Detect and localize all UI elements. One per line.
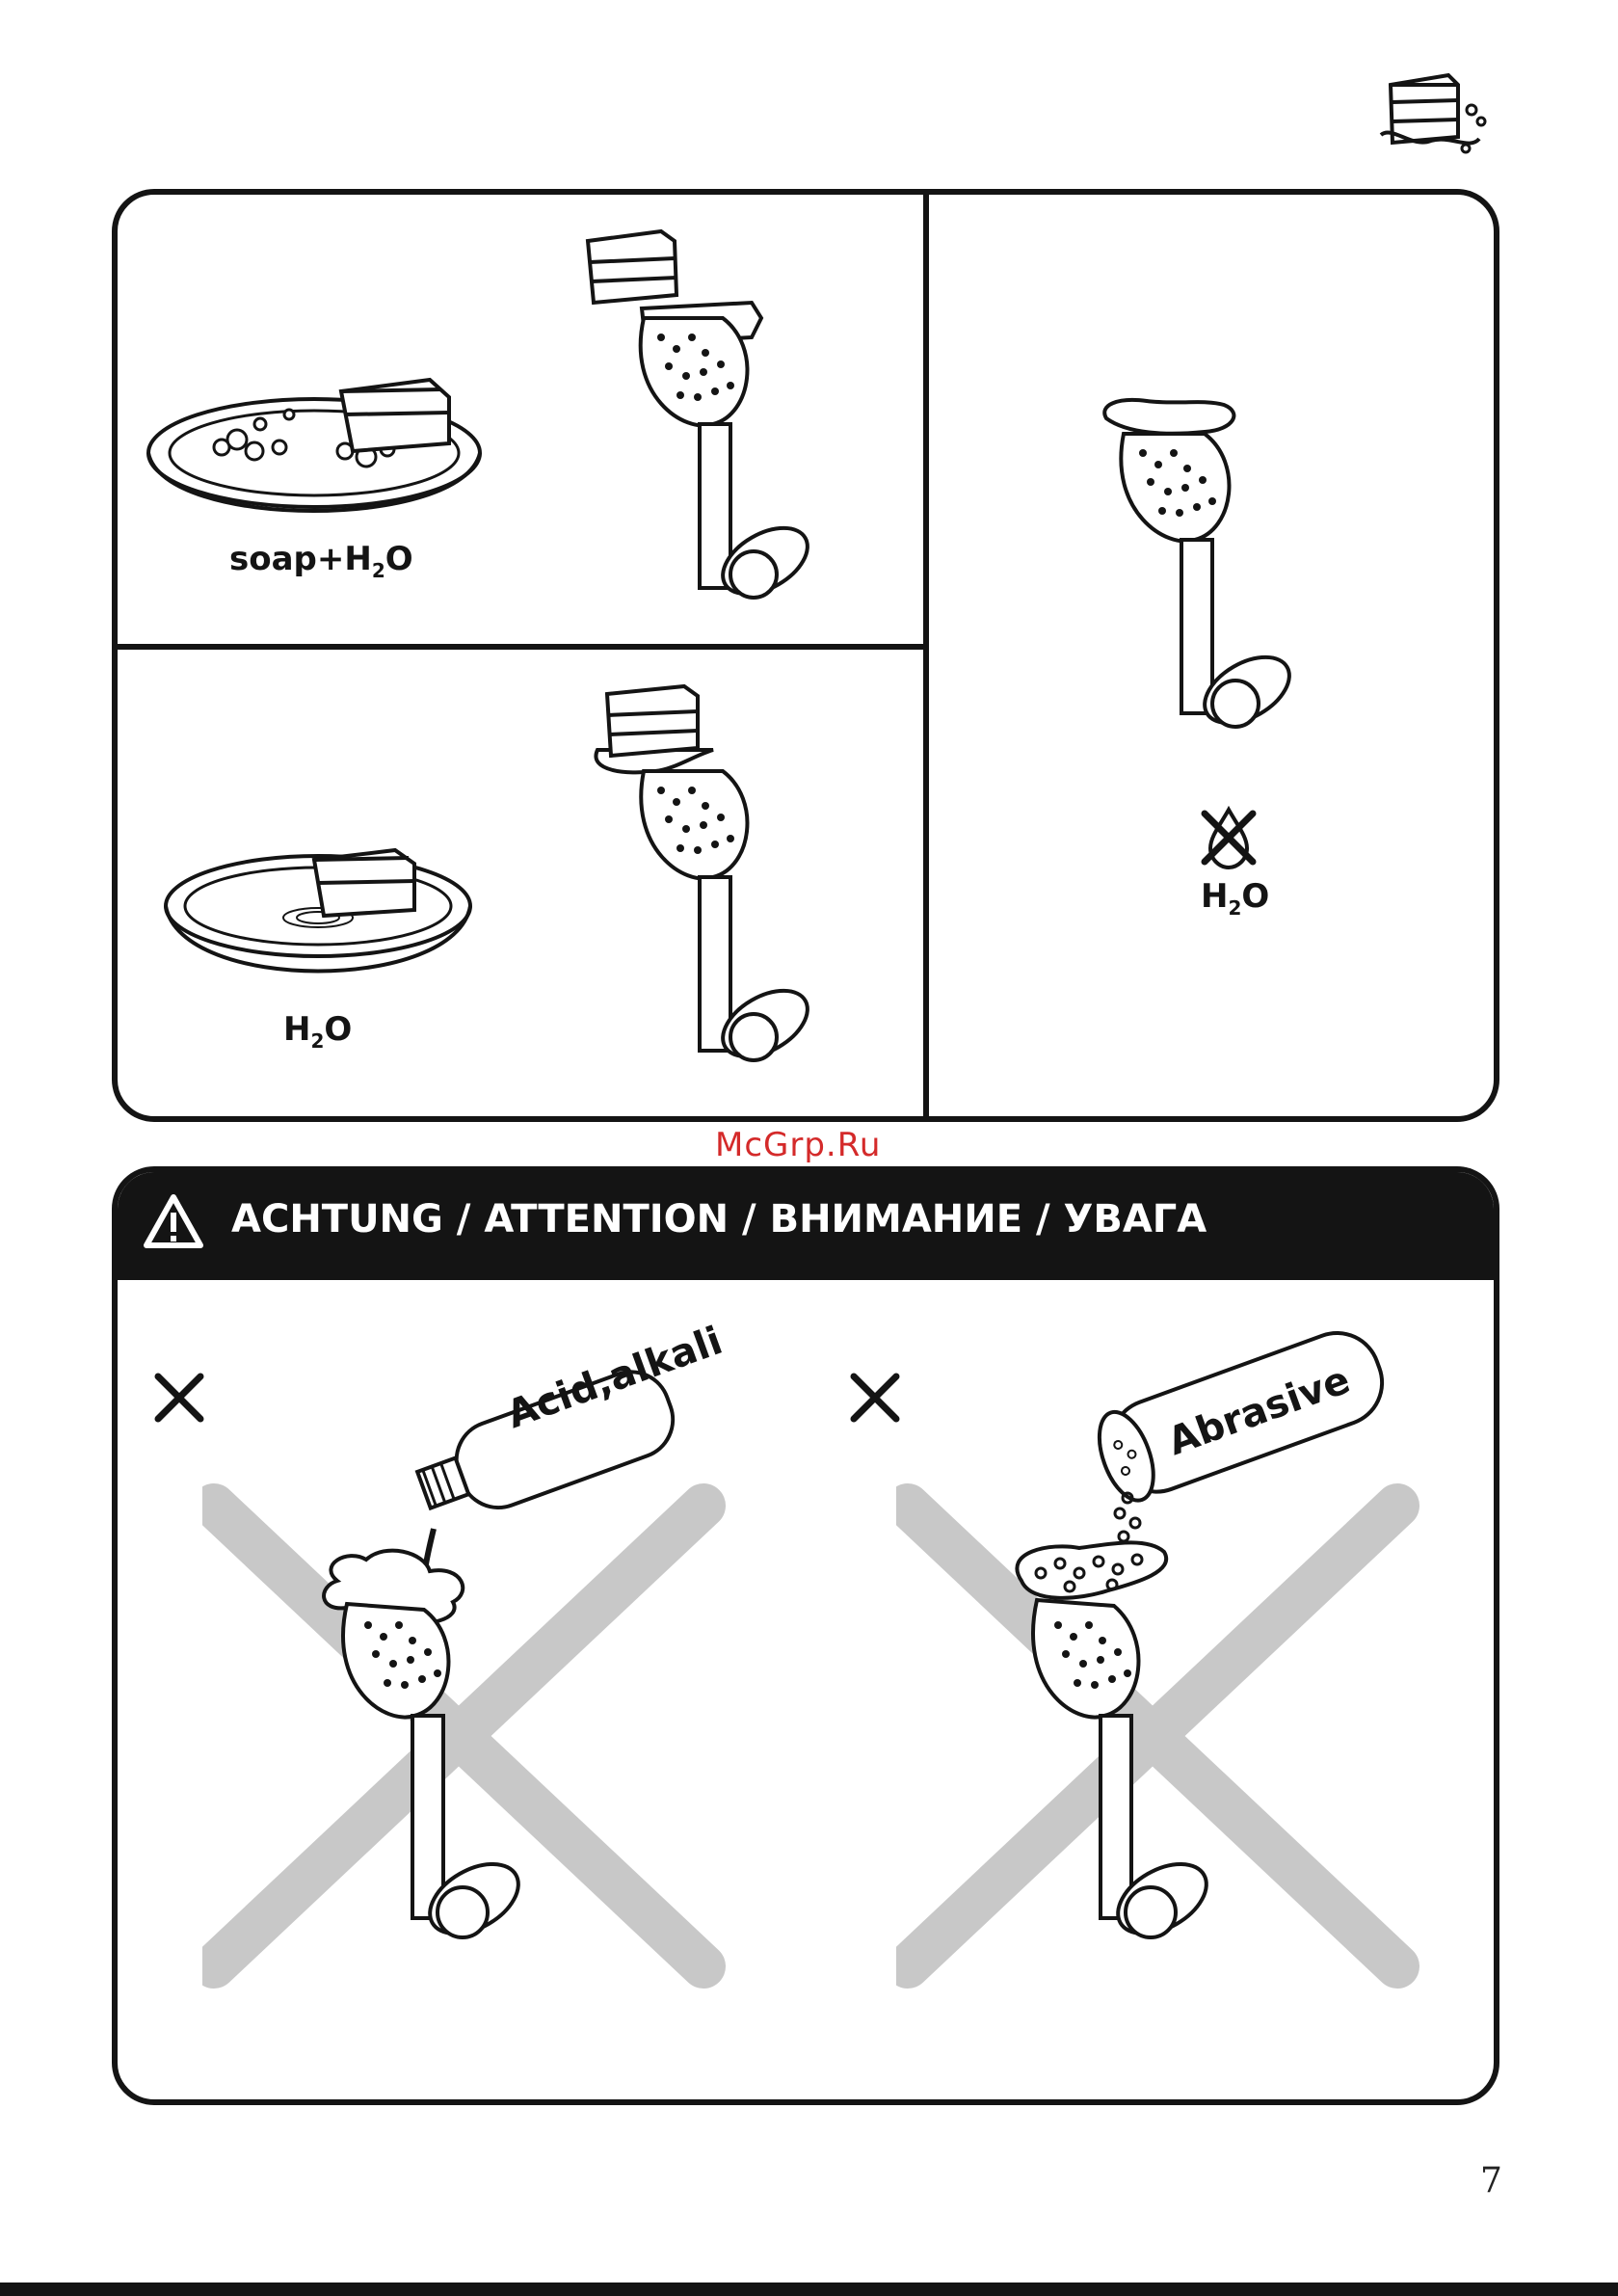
water-label-bottom-left: H2O <box>283 1010 352 1053</box>
bottom-edge-bar <box>0 2283 1618 2296</box>
no-water-icon <box>1195 804 1262 871</box>
prohibited-x-icon-right <box>846 1369 904 1427</box>
acid-alkali-prohibited-illustration <box>202 1359 742 2034</box>
water-bowl-illustration <box>154 829 482 1022</box>
shower-head-rinse-illustration <box>578 675 867 1080</box>
prohibited-x-icon-left <box>150 1369 208 1427</box>
water-label-right: H2O <box>1201 877 1269 920</box>
shower-head-sponge-illustration <box>569 222 858 617</box>
horizontal-divider <box>112 644 926 650</box>
shower-head-dry-illustration <box>1089 386 1359 752</box>
soap-water-label: soap+H2O <box>229 540 413 582</box>
warning-title: ACHTUNG / ATTENTION / ВНИМАНИЕ / УВАГА <box>231 1197 1207 1241</box>
vertical-divider <box>923 189 929 1122</box>
watermark: McGrp.Ru <box>715 1126 881 1164</box>
page-number: 7 <box>1480 2161 1502 2201</box>
sponge-corner-icon <box>1373 67 1508 164</box>
warning-triangle-icon <box>141 1191 206 1251</box>
soap-bowl-illustration <box>135 347 501 559</box>
